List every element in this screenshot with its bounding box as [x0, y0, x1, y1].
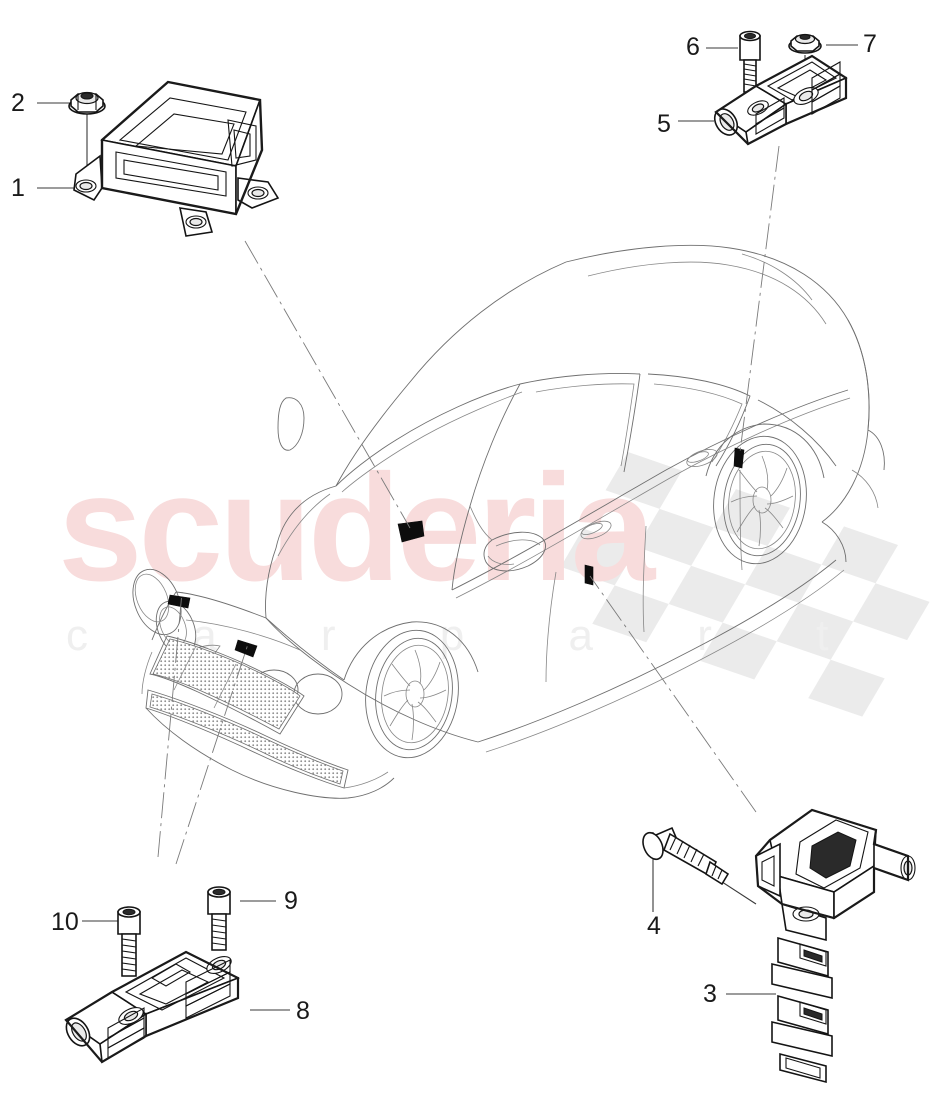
callout-label-1: 1	[11, 174, 25, 202]
marker-front-right	[234, 639, 258, 658]
hex-nut-part2	[68, 91, 106, 115]
clip-stack-part3	[771, 936, 833, 1084]
leader-part1	[244, 240, 411, 529]
callout-label-8: 8	[296, 997, 310, 1025]
leader-part8-a	[157, 591, 183, 858]
callout-label-4: 4	[647, 912, 661, 940]
leader-part3	[589, 575, 757, 813]
socket-bolt-part10	[117, 906, 141, 977]
ecu-tab-left	[73, 154, 103, 202]
rear-wheel-spokes	[730, 455, 794, 547]
leader-lines-dashdot	[157, 145, 780, 865]
part-group-side-sensor: 6 7 5	[657, 30, 877, 146]
hex-nut-part7	[788, 33, 822, 54]
socket-bolt-part9	[207, 886, 231, 951]
checkered-flag-icon	[560, 452, 930, 717]
side-sensor-part5	[713, 54, 848, 146]
marker-b-pillar	[584, 564, 594, 586]
part-group-control-unit: 1 2	[11, 80, 280, 237]
callout-label-6: 6	[686, 33, 700, 61]
vehicle-outline	[132, 244, 885, 799]
callout-label-5: 5	[657, 110, 671, 138]
leader-part5	[739, 145, 780, 453]
watermark-brand: scuderia	[58, 443, 657, 613]
callout-label-9: 9	[284, 887, 298, 915]
sensor-markers	[167, 447, 745, 658]
front-sensor-part8	[64, 950, 240, 1064]
marker-rear-arch	[733, 447, 745, 469]
front-wheel-spokes	[383, 649, 447, 741]
grille-mesh	[152, 638, 301, 730]
connector-head	[754, 808, 916, 942]
callout-label-7: 7	[863, 30, 877, 58]
callout-label-10: 10	[51, 908, 79, 936]
callout-label-2: 2	[11, 89, 25, 117]
part-group-connector-stack: 3 4	[642, 808, 916, 1084]
pan-head-bolt-part4	[642, 826, 730, 886]
marker-front-left	[167, 594, 191, 609]
marker-control-unit	[397, 520, 425, 543]
callout-label-3: 3	[703, 980, 717, 1008]
watermark-group: scuderia c a r p a r t s	[58, 443, 933, 717]
part-group-front-sensor: 8 9 10	[51, 886, 310, 1064]
socket-bolt-part6	[739, 30, 761, 93]
